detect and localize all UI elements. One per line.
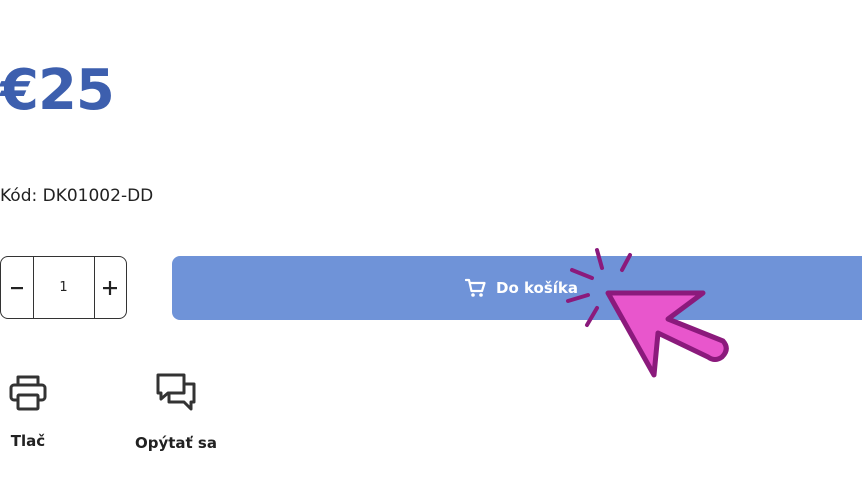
plus-icon xyxy=(103,280,118,295)
click-pointer-icon xyxy=(566,248,729,378)
print-label: Tlač xyxy=(10,432,46,450)
printer-icon xyxy=(9,375,47,411)
product-price: €25 xyxy=(0,58,115,123)
ask-question-label: Opýtať sa xyxy=(134,434,217,452)
minus-icon xyxy=(10,286,23,289)
quantity-decrease-button[interactable] xyxy=(1,257,34,318)
chat-bubbles-icon xyxy=(156,373,196,411)
quantity-increase-button[interactable] xyxy=(93,257,127,318)
print-button[interactable]: Tlač xyxy=(6,374,50,450)
product-code: Kód: DK01002-DD xyxy=(0,186,154,206)
add-to-cart-label: Do košíka xyxy=(496,279,579,297)
cart-icon xyxy=(465,278,486,297)
quantity-input[interactable] xyxy=(33,257,94,318)
add-to-cart-button[interactable]: Do košíka xyxy=(172,256,862,320)
ask-question-button[interactable]: Opýtať sa xyxy=(134,372,218,452)
quantity-stepper xyxy=(0,256,127,319)
